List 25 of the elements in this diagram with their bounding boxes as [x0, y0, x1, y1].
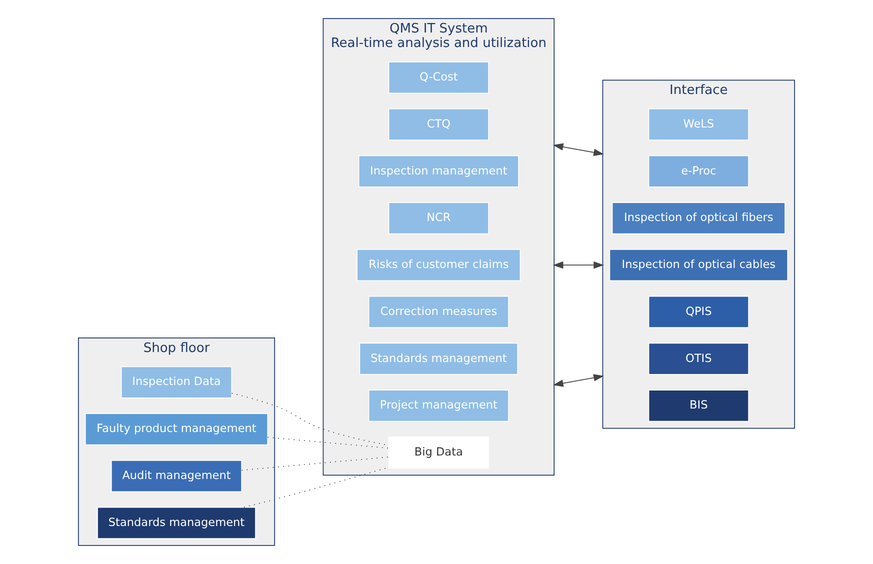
- node-box: BIS: [648, 390, 749, 422]
- node-box: Audit management: [110, 460, 242, 492]
- node-box: WeLS: [648, 108, 749, 140]
- connector: [241, 456, 389, 471]
- arrow: [552, 143, 604, 156]
- node-box: Risks of customer claims: [356, 249, 521, 282]
- node-box: Inspection of optical fibers: [612, 202, 786, 234]
- node-box: Inspection Data: [120, 366, 232, 398]
- node-box: Inspection of optical cables: [609, 249, 788, 282]
- connector: [267, 436, 389, 449]
- node-box: e-Proc: [648, 155, 749, 188]
- node-box: CTQ: [388, 108, 490, 140]
- node-box: Project management: [368, 390, 509, 422]
- node-box: NCR: [388, 202, 490, 234]
- node-box: Standards management: [97, 506, 256, 539]
- arrow: [552, 261, 604, 269]
- node-box: Faulty product management: [84, 413, 268, 446]
- node-box: Q-Cost: [388, 62, 490, 94]
- arrow: [552, 374, 604, 387]
- node-box: Inspection management: [358, 155, 519, 188]
- node-box: OTIS: [648, 342, 749, 375]
- node-box: Correction measures: [368, 296, 509, 328]
- node-box: Big Data: [388, 436, 490, 469]
- node-box: QPIS: [648, 296, 749, 328]
- node-box: Standards management: [359, 342, 518, 375]
